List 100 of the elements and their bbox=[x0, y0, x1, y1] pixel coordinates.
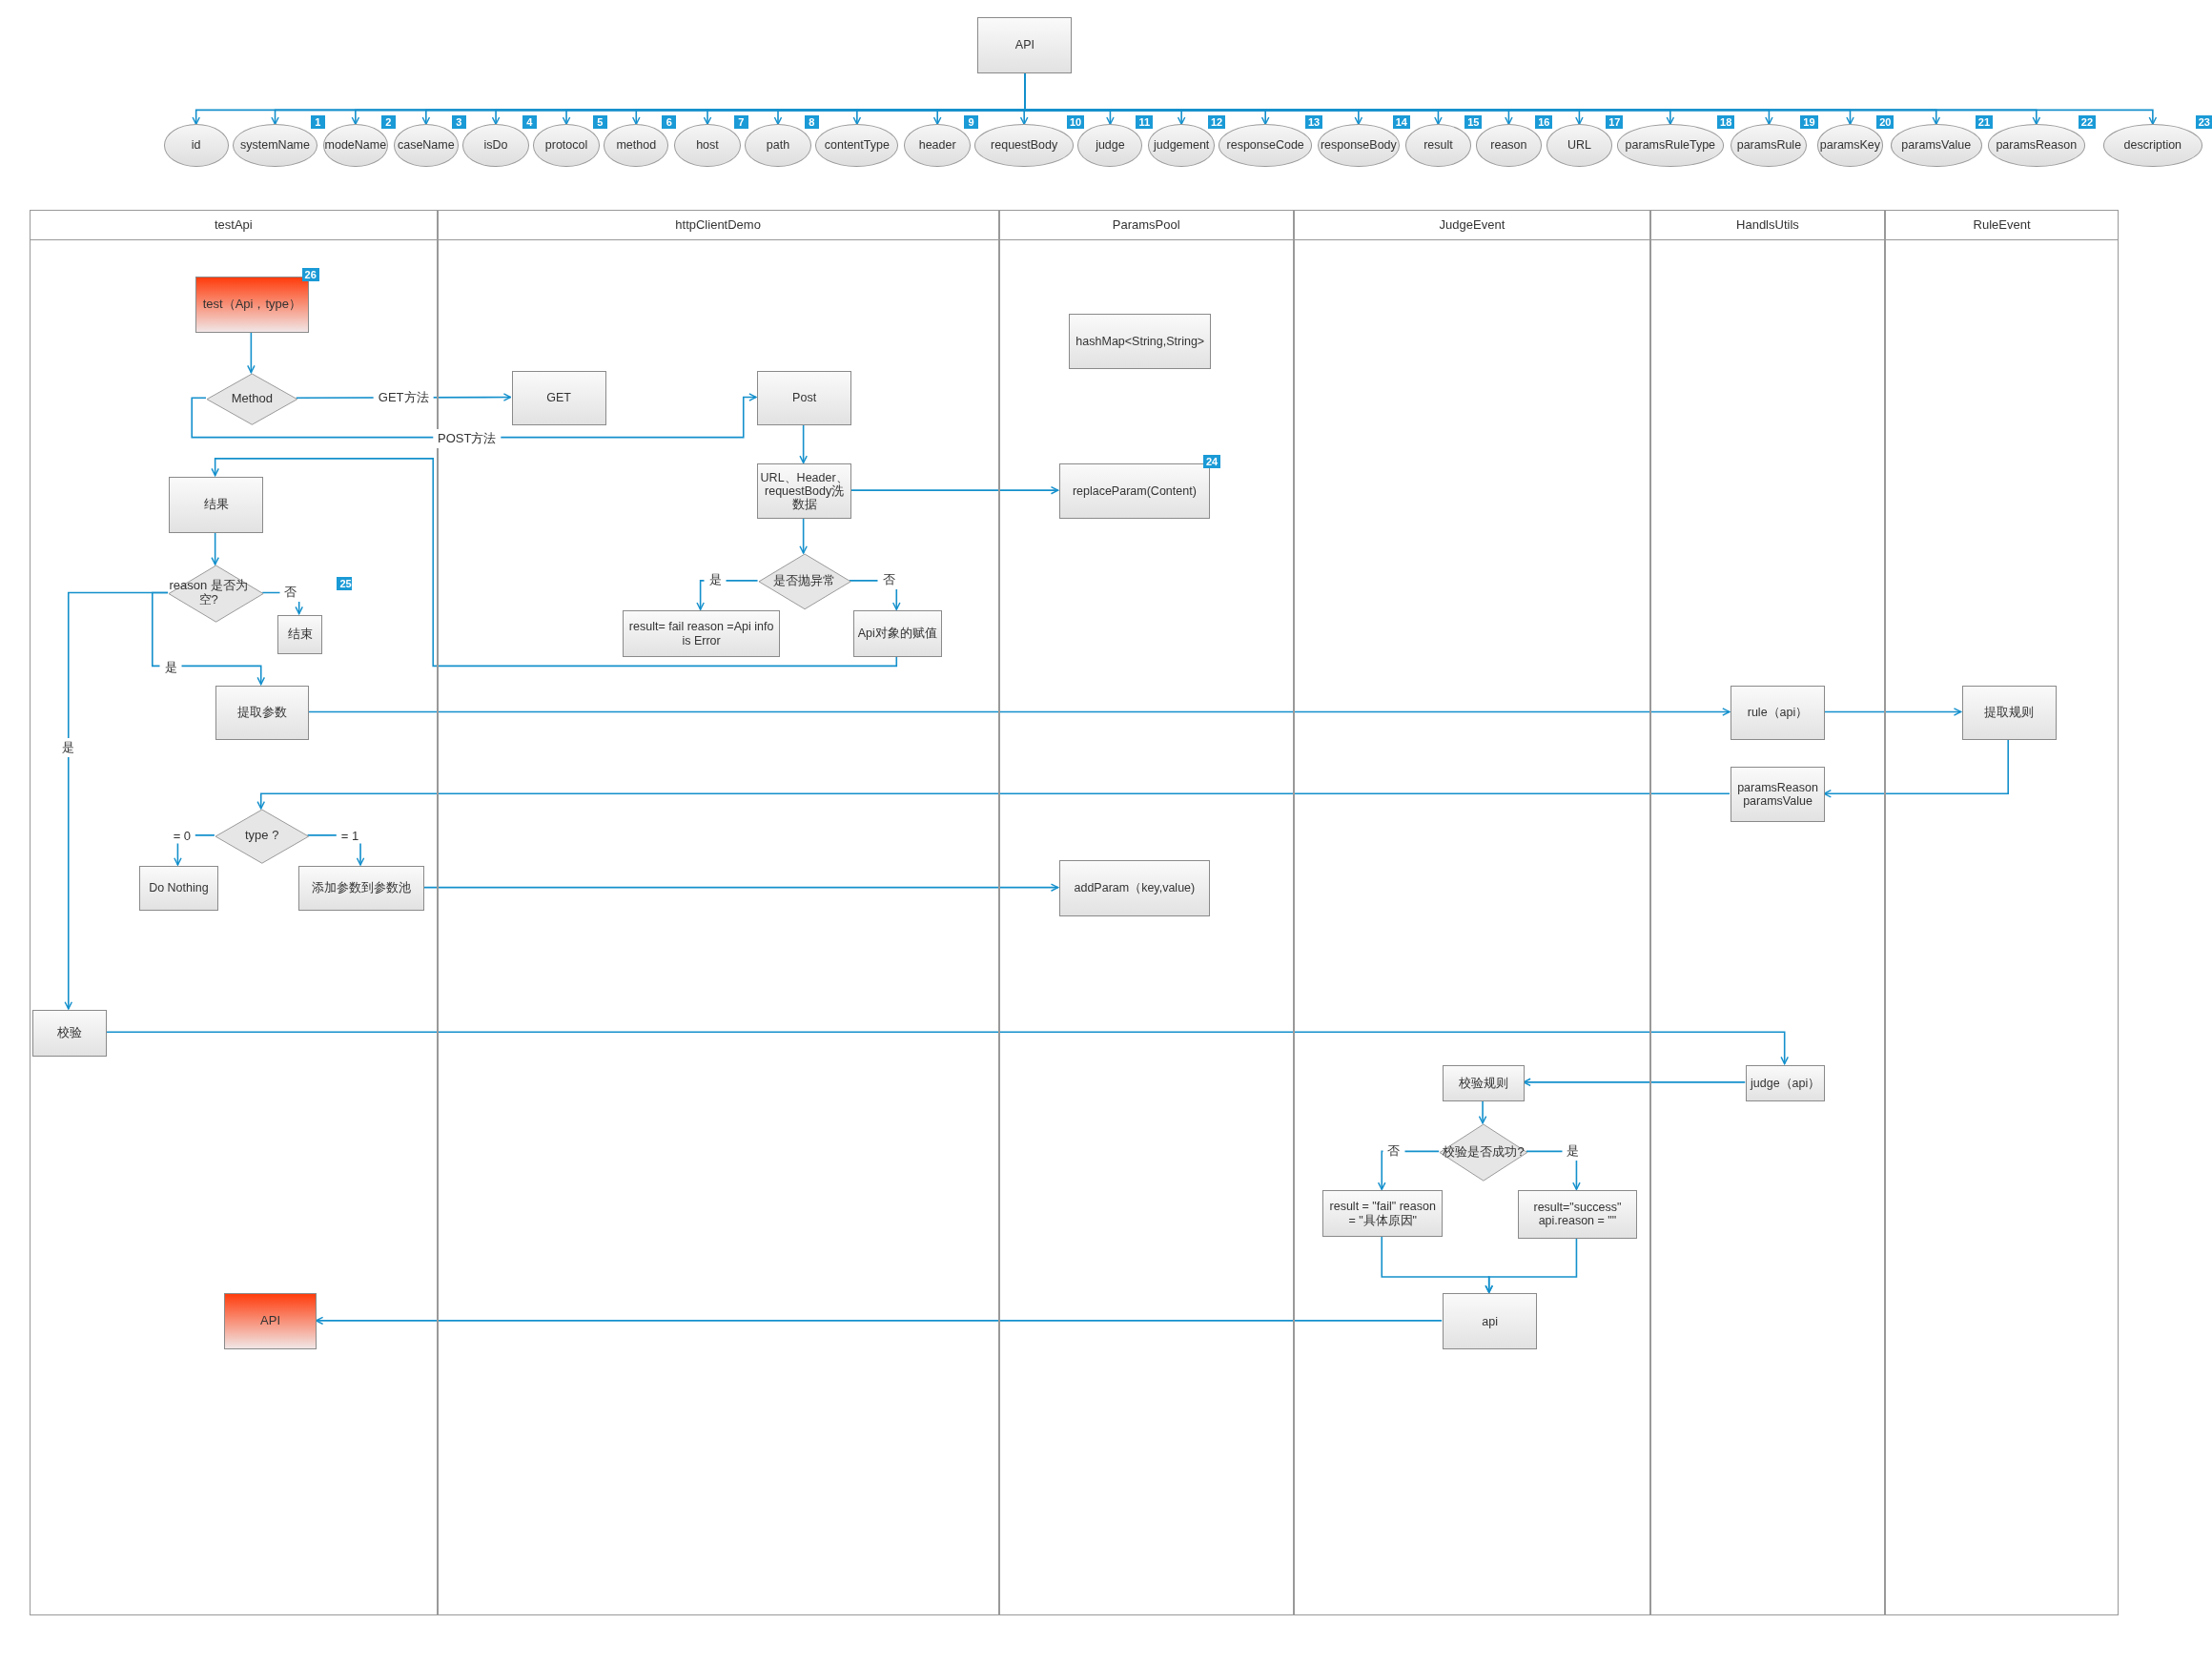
swimlane bbox=[1884, 210, 2120, 1616]
step-text: paramsReason paramsValue bbox=[1736, 780, 1819, 809]
callout-number: 2 bbox=[380, 115, 396, 130]
field-name: requestBody bbox=[991, 138, 1058, 153]
callout-number: 22 bbox=[2078, 115, 2097, 130]
arrow bbox=[211, 458, 898, 668]
process-box bbox=[1961, 685, 2057, 741]
field-name: result bbox=[1423, 138, 1453, 153]
decision-text: 是否抛异常 bbox=[773, 574, 836, 589]
field-name: description bbox=[2123, 138, 2182, 153]
arrow bbox=[1823, 708, 1962, 716]
callout-number: 18 bbox=[1717, 115, 1735, 130]
step-text: 提取参数 bbox=[236, 706, 287, 720]
step-text: Api对象的赋值 bbox=[857, 627, 937, 641]
callout-number: 19 bbox=[1800, 115, 1818, 130]
step-text: result= fail reason =Api info is Error bbox=[627, 620, 775, 648]
start-end-box bbox=[223, 1293, 317, 1350]
lane-title: RuleEvent bbox=[1885, 211, 2119, 241]
field-name: modeName bbox=[324, 138, 387, 153]
step-text: judge（api） bbox=[1751, 1076, 1821, 1090]
field-name: paramsReason bbox=[1996, 138, 2078, 153]
swimlane bbox=[437, 210, 999, 1616]
arrow bbox=[1523, 1078, 1747, 1087]
step-text: 结果 bbox=[203, 498, 229, 512]
process-box bbox=[1730, 685, 1826, 741]
lane-title: ParamsPool bbox=[999, 211, 1293, 241]
step-text: test（Api，type） bbox=[202, 297, 301, 312]
field-name: paramsRuleType bbox=[1625, 138, 1716, 153]
step-text: rule（api） bbox=[1747, 706, 1809, 720]
process-box bbox=[1746, 1064, 1826, 1102]
swimlane bbox=[1650, 210, 1885, 1616]
field-name: id bbox=[191, 138, 201, 153]
arrow bbox=[211, 531, 219, 565]
field-name: host bbox=[696, 138, 719, 153]
step-text: Do Nothing bbox=[149, 881, 209, 895]
step-text: GET bbox=[546, 391, 571, 405]
decision-diamond bbox=[207, 373, 297, 424]
callout-number: 9 bbox=[963, 115, 978, 130]
swimlane bbox=[30, 210, 438, 1616]
field-name: protocol bbox=[544, 138, 588, 153]
step-text: 结束 bbox=[287, 627, 313, 642]
arrow bbox=[64, 591, 169, 1010]
process-box bbox=[215, 685, 309, 741]
process-box bbox=[623, 610, 780, 657]
field-name: paramsRule bbox=[1736, 138, 1802, 153]
decision-text: reason 是否为空? bbox=[169, 579, 249, 608]
callout-number: 12 bbox=[1207, 115, 1226, 130]
process-box bbox=[169, 476, 264, 533]
swimlane bbox=[1293, 210, 1651, 1616]
field-name: header bbox=[918, 138, 956, 153]
process-box bbox=[1443, 1293, 1538, 1350]
process-box bbox=[298, 865, 424, 912]
callout-number: 25 bbox=[337, 577, 353, 591]
decision-text: 校验是否成功? bbox=[1443, 1144, 1525, 1160]
step-text: api bbox=[1482, 1314, 1499, 1329]
callout-number: 24 bbox=[1203, 455, 1221, 469]
process-box bbox=[511, 370, 606, 426]
process-box bbox=[31, 1009, 107, 1057]
callout-number: 20 bbox=[1876, 115, 1895, 130]
field-name: systemName bbox=[240, 138, 310, 153]
field-name: path bbox=[766, 138, 790, 153]
arrow bbox=[799, 423, 808, 464]
step-text: replaceParam(Content) bbox=[1072, 483, 1197, 499]
process-box bbox=[1443, 1064, 1525, 1102]
field-name: responseBody bbox=[1320, 138, 1397, 153]
field-name: contentType bbox=[824, 138, 890, 153]
callout-number: 7 bbox=[733, 115, 748, 130]
arrow bbox=[799, 517, 808, 554]
process-box bbox=[1069, 314, 1212, 370]
field-name: method bbox=[616, 138, 657, 153]
arrow bbox=[1478, 1100, 1487, 1124]
decision-text: type ? bbox=[245, 829, 279, 844]
decision-diamond bbox=[758, 554, 850, 609]
process-box bbox=[139, 865, 218, 912]
callout-number: 4 bbox=[522, 115, 537, 130]
step-text: 添加参数到参数池 bbox=[312, 881, 411, 895]
process-box bbox=[1517, 1190, 1638, 1239]
decision-text: Method bbox=[231, 391, 274, 406]
step-text: URL、Header、requestBody洗数据 bbox=[759, 470, 850, 512]
callout-number: 8 bbox=[804, 115, 819, 130]
step-text: Post bbox=[792, 391, 817, 405]
arrow bbox=[152, 591, 266, 686]
arrow bbox=[256, 792, 1731, 810]
process-box bbox=[757, 370, 852, 426]
step-text: 校验规则 bbox=[1459, 1076, 1509, 1090]
arrow bbox=[105, 1031, 1789, 1065]
field-name: judge bbox=[1096, 138, 1125, 153]
step-text: hashMap<String,String> bbox=[1075, 335, 1205, 349]
field-name: isDo bbox=[483, 138, 508, 153]
step-text: result = "fail" reason = "具体原因" bbox=[1328, 1200, 1437, 1228]
step-text: API bbox=[1014, 38, 1034, 52]
field-name: paramsKey bbox=[1819, 138, 1881, 153]
arrow bbox=[850, 485, 1059, 495]
callout-number: 26 bbox=[301, 267, 319, 281]
arrow bbox=[1823, 738, 2009, 798]
decision-diamond bbox=[215, 809, 309, 863]
process-box bbox=[977, 16, 1073, 73]
lane-title: HandlsUtils bbox=[1651, 211, 1884, 241]
step-text: 提取规则 bbox=[1984, 706, 2035, 720]
process-box bbox=[1058, 860, 1210, 917]
